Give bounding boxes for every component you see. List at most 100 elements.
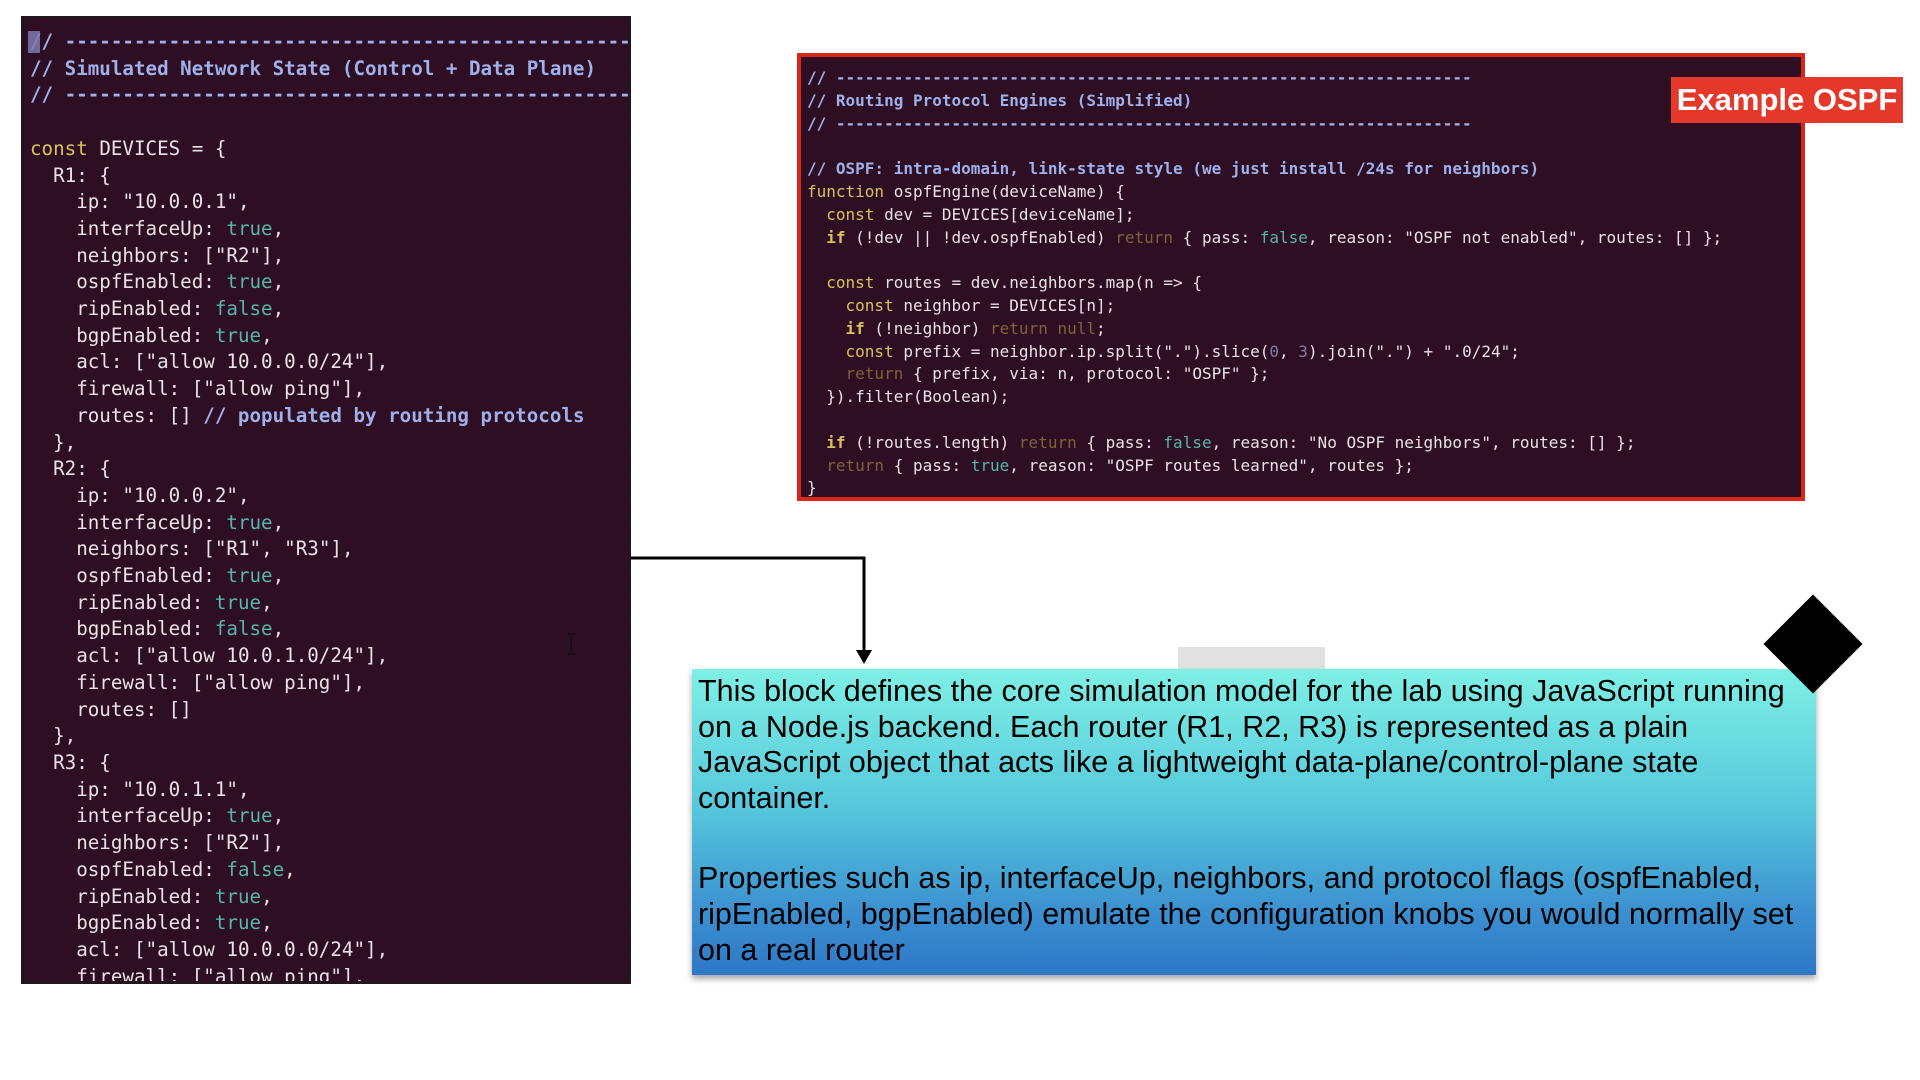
code-token (807, 228, 826, 247)
code-token: ospfEnabled: (30, 564, 227, 588)
code-line: // -------------------------------------… (807, 68, 1472, 87)
code-line: interfaceUp: true, (30, 804, 284, 827)
code-line: ip: "10.0.1.1", (30, 777, 250, 801)
code-token: interfaceUp: (30, 216, 227, 240)
code-token: , (272, 617, 285, 641)
code-token: , (237, 483, 250, 507)
code-line: } (807, 478, 817, 497)
code-line: const dev = DEVICES[deviceName]; (807, 204, 1135, 224)
code-token: }, (30, 430, 77, 454)
code-token: DEVICES = { (87, 136, 227, 160)
code-token: ], (261, 831, 285, 855)
code-token (807, 364, 846, 383)
code-token (807, 456, 826, 475)
code-token: ospfEnabled: (30, 857, 227, 881)
code-line: // -------------------------------------… (807, 114, 1472, 133)
code-token: ], (341, 377, 366, 401)
code-token: // Simulated Network State (Control + Da… (30, 56, 597, 80)
code-line: if (!routes.length) return { pass: false… (807, 433, 1635, 452)
code-token: "." (1163, 341, 1193, 361)
code-token: "R3" (284, 537, 331, 561)
code-token: (!dev || !dev.ospfEnabled) (845, 227, 1116, 247)
code-token: ; (1096, 318, 1106, 338)
code-token: bgpEnabled: (30, 323, 215, 347)
code-token: , (272, 804, 285, 828)
code-line: const DEVICES = { (30, 137, 226, 160)
code-line: neighbors: ["R1", "R3"], (30, 537, 353, 561)
code-token: firewall: [ (30, 964, 204, 984)
code-token: // -------------------------------------… (30, 83, 631, 107)
description-paragraph-1: This block defines the core simulation m… (698, 674, 1785, 815)
code-token: , (237, 777, 250, 801)
code-token: // -------------------------------------… (807, 113, 1472, 133)
code-line: // -------------------------------------… (30, 83, 631, 107)
code-line: acl: ["allow 10.0.0.0/24"], (30, 938, 388, 961)
code-line: firewall: ["allow ping"], (30, 964, 365, 984)
code-token: routes = dev.neighbors.map(n => { (874, 273, 1202, 293)
tape-strip (1178, 647, 1325, 669)
code-line: acl: ["allow 10.0.1.0/24"], (30, 644, 388, 667)
code-token: , (284, 857, 296, 881)
code-line: firewall: ["allow ping"], (30, 671, 365, 694)
code-token: false (1259, 227, 1308, 247)
code-token: ripEnabled: (30, 297, 215, 321)
code-token: // Routing Protocol Engines (Simplified) (807, 90, 1193, 110)
code-token: interfaceUp: (30, 804, 227, 828)
code-token: function (807, 181, 885, 201)
code-token: // -------------------------------------… (807, 68, 1472, 87)
code-token: true (970, 455, 1010, 475)
code-line: ripEnabled: true, (30, 885, 272, 908)
code-token: true (226, 216, 273, 240)
code-token: true (226, 270, 273, 294)
code-token: dev = DEVICES[deviceName]; (874, 204, 1135, 224)
ospf-engine-code-block: // -------------------------------------… (807, 67, 1801, 497)
code-token: bgpEnabled: (30, 617, 215, 641)
code-token: const (826, 273, 875, 293)
code-line: acl: ["allow 10.0.0.0/24"], (30, 350, 388, 373)
code-token: // OSPF: intra-domain, link-state style … (807, 159, 1540, 179)
code-line: return { prefix, via: n, protocol: "OSPF… (807, 364, 1270, 384)
code-line: return { pass: true, reason: "OSPF route… (807, 456, 1414, 475)
code-line: interfaceUp: true, (30, 217, 284, 240)
code-line: ospfEnabled: true, (30, 564, 284, 587)
code-token: ], (341, 670, 366, 694)
code-line: bgpEnabled: true, (30, 323, 272, 347)
code-token: "allow ping" (203, 670, 342, 694)
code-token: ripEnabled: (30, 590, 215, 614)
code-token: , (272, 564, 285, 588)
code-token: , reason: (1009, 455, 1106, 475)
code-token: firewall: [ (30, 670, 204, 694)
code-token: ).join( (1307, 341, 1376, 361)
code-token: true (214, 911, 262, 935)
code-token: ], (365, 644, 389, 668)
code-token: , (261, 537, 285, 561)
code-token: "10.0.0.1" (122, 190, 238, 214)
code-token: ip: (30, 483, 123, 507)
code-token: "10.0.0.2" (122, 483, 238, 507)
code-token: ], (365, 937, 389, 961)
code-line: }, (30, 431, 76, 454)
code-token: , (1279, 341, 1299, 361)
code-line: R2: { (30, 457, 111, 480)
code-line: neighbors: ["R2"], (30, 831, 284, 854)
code-line: routes: [] // populated by routing proto… (30, 404, 584, 427)
code-token: ip: (30, 777, 123, 801)
code-token: "OSPF not enabled" (1404, 227, 1578, 247)
code-line: if (!neighbor) return null; (807, 319, 1106, 338)
code-token (807, 433, 826, 452)
code-token: firewall: [ (30, 377, 204, 401)
code-token: false (214, 297, 273, 321)
code-token: const (845, 295, 894, 315)
code-token: "R1" (214, 537, 262, 561)
code-token: interfaceUp: (30, 510, 227, 534)
arrow-down-icon (856, 650, 872, 664)
code-token: bgpEnabled: (30, 911, 215, 935)
code-token (807, 342, 846, 361)
code-token: "allow ping" (203, 964, 342, 984)
code-token: { prefix, via: n, protocol: (903, 364, 1183, 384)
code-line: // OSPF: intra-domain, link-state style … (807, 159, 1539, 178)
code-token: }, (30, 724, 77, 748)
code-token: { pass: (884, 455, 971, 475)
code-token: ) + (1404, 341, 1443, 361)
devices-code-block: // -------------------------------------… (30, 29, 631, 984)
